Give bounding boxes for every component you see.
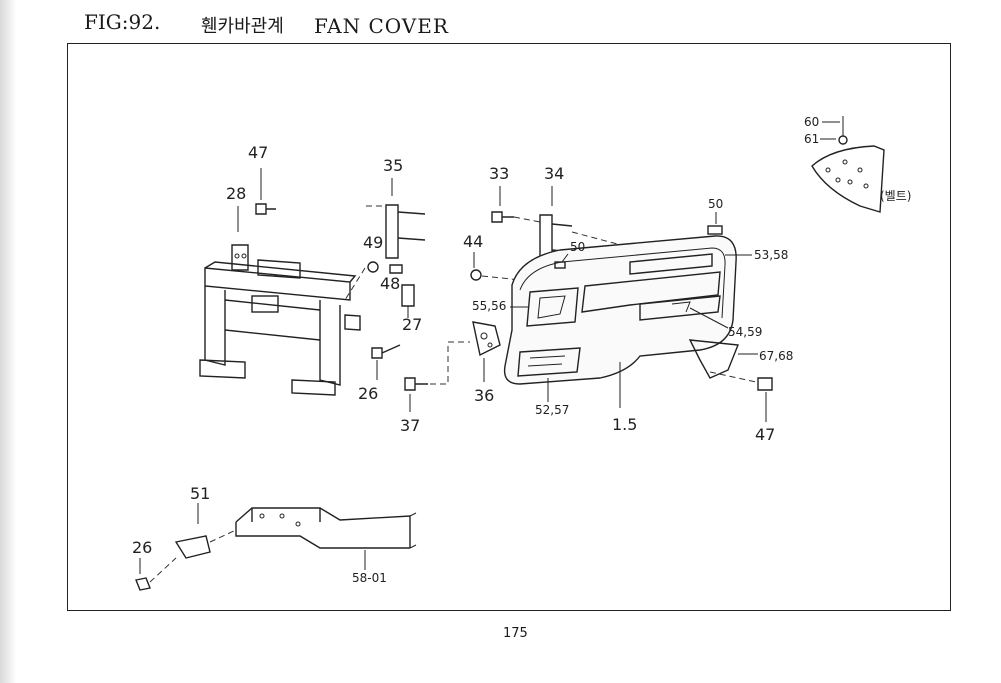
callout-49: 49 bbox=[363, 233, 383, 252]
callout-26-lower: 26 bbox=[132, 538, 152, 557]
callout-53-58: 53,58 bbox=[754, 248, 788, 262]
scan-edge bbox=[0, 0, 16, 683]
plate-36 bbox=[472, 321, 501, 382]
bracket-51 bbox=[174, 503, 237, 559]
callout-51: 51 bbox=[190, 484, 210, 503]
bracket-35 bbox=[366, 178, 426, 259]
callout-47-right: 47 bbox=[755, 425, 775, 444]
callout-1-5: 1.5 bbox=[612, 415, 637, 434]
bracket-48 bbox=[401, 284, 415, 318]
callout-36: 36 bbox=[474, 386, 494, 405]
bolt-49 bbox=[344, 261, 403, 301]
callout-52-57: 52,57 bbox=[535, 403, 569, 417]
bolt-47-right bbox=[757, 377, 773, 422]
diagram-frame bbox=[67, 43, 951, 611]
pin-50-top bbox=[707, 212, 723, 235]
fan-cover-body bbox=[503, 235, 737, 408]
callout-55-56: 55,56 bbox=[472, 299, 506, 313]
bolt-47 bbox=[255, 168, 276, 215]
page-number: 175 bbox=[503, 626, 528, 641]
callout-54-59: 54,59 bbox=[728, 325, 762, 339]
callout-33: 33 bbox=[489, 164, 509, 183]
callout-37: 37 bbox=[400, 416, 420, 435]
figure-english-title: FAN COVER bbox=[314, 14, 449, 38]
callout-48: 48 bbox=[380, 274, 400, 293]
callout-47: 47 bbox=[248, 143, 268, 162]
callout-61: 61 bbox=[804, 132, 819, 146]
callout-44: 44 bbox=[463, 232, 483, 251]
callout-58-01: 58-01 bbox=[352, 571, 387, 585]
pin-50-mid bbox=[554, 253, 569, 269]
callout-60: 60 bbox=[804, 115, 819, 129]
bolt-33 bbox=[491, 186, 541, 223]
bracket-67-68 bbox=[688, 339, 758, 383]
bracket-frame-assembly bbox=[199, 244, 361, 396]
bolt-26 bbox=[371, 344, 401, 380]
callout-28: 28 bbox=[226, 184, 246, 203]
callout-26: 26 bbox=[358, 384, 378, 403]
callout-27: 27 bbox=[402, 315, 422, 334]
screw-37 bbox=[404, 341, 470, 412]
nut-44 bbox=[470, 252, 541, 283]
callout-67-68: 67,68 bbox=[759, 349, 793, 363]
figure-number: FIG:92. bbox=[84, 10, 161, 34]
leader-54-59 bbox=[689, 307, 729, 329]
callout-35: 35 bbox=[383, 156, 403, 175]
callout-50-top: 50 bbox=[708, 197, 723, 211]
figure-korean-title: 휀카바관계 bbox=[201, 16, 284, 37]
lower-frame-assembly bbox=[235, 507, 417, 570]
bolt-26-lower bbox=[135, 557, 177, 591]
belt-guard-detail bbox=[811, 116, 885, 213]
belt-note: (벨트) bbox=[880, 189, 911, 203]
callout-34: 34 bbox=[544, 164, 564, 183]
callout-50-mid: 50 bbox=[570, 240, 585, 254]
